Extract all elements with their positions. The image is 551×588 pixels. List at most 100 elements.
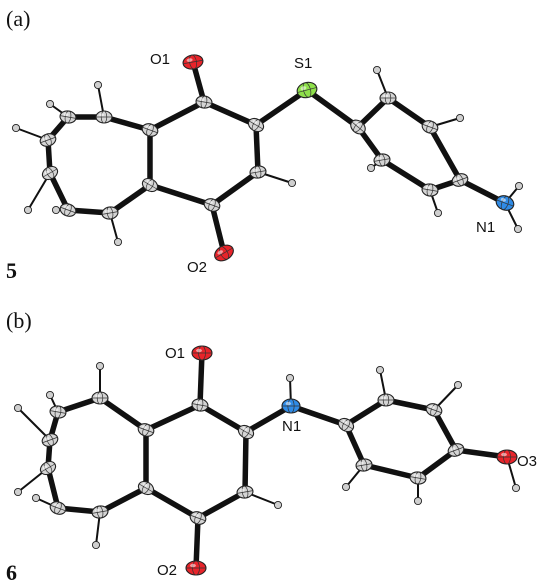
a-oxygen-atom-o2	[214, 244, 234, 262]
b-bond-c9-O1	[197, 350, 205, 408]
a-carbon-atom-c4	[141, 123, 159, 137]
a-carbon-atom-c12	[203, 198, 221, 212]
b-hydrogen-atom-10	[341, 482, 351, 492]
a-carbon-atom-c17	[421, 183, 439, 197]
panel-a-atoms	[11, 54, 524, 262]
panel-a-label: (a)	[6, 6, 30, 31]
panel-a: (a) 5 O1 S1 O2 N1	[6, 6, 524, 283]
b-carbon-atom-c6	[91, 505, 109, 519]
a-hydrogen-atom-3	[113, 237, 123, 247]
a-carbon-atom-c18	[373, 153, 391, 167]
b-carbon-atom-c4	[137, 423, 155, 437]
a-hydrogen-atom-5	[23, 205, 33, 215]
b-h-bond-0	[17, 407, 51, 441]
b-oxygen-atom-o3	[496, 449, 518, 465]
panel-a-atom-label-o2: O2	[187, 259, 207, 276]
b-bond-c3-c4	[97, 395, 149, 433]
panel-a-compound-label: 5	[6, 258, 17, 283]
b-bond-c17-c18	[361, 462, 421, 481]
b-carbon-atom-c9	[191, 398, 209, 412]
b-hydrogen-atom-2	[95, 361, 105, 371]
b-carbon-atom-c3	[91, 391, 109, 405]
panel-b-atom-label-o2: O2	[157, 562, 177, 579]
b-hydrogen-atom-1	[45, 390, 55, 400]
a-hydrogen-atom-4	[51, 205, 61, 215]
a-carbon-atom-c9	[195, 95, 213, 109]
b-carbon-atom-c18	[355, 458, 373, 472]
a-hydrogen-atom-9	[433, 208, 443, 218]
b-carbon-atom-c7	[49, 501, 67, 515]
panel-a-atom-label-o1: O1	[150, 51, 170, 68]
a-bond-c9-c10	[201, 99, 259, 128]
a-sulfur-atom-s1	[296, 81, 318, 99]
b-bond-c15-c16	[431, 407, 459, 453]
b-bond-N1-c13	[288, 403, 349, 428]
b-carbon-atom-c15	[425, 403, 443, 417]
panel-b-label: (b)	[6, 308, 32, 333]
b-carbon-atom-c11	[236, 485, 254, 499]
a-hydrogen-atom-1	[45, 99, 55, 109]
a-bond-c5-c6	[107, 182, 153, 216]
a-bond-c10-S1	[253, 87, 310, 128]
b-nitrogen-atom-n1	[281, 398, 301, 414]
b-hydrogen-atom-9	[413, 496, 423, 506]
b-hydrogen-atom-0	[13, 403, 23, 413]
b-hydrogen-atom-7	[375, 365, 385, 375]
a-carbon-atom-c6	[101, 206, 119, 220]
b-bond-c12-c5	[143, 485, 201, 521]
panel-b-atom-label-o1: O1	[165, 345, 185, 362]
b-hydrogen-atom-6	[273, 500, 283, 510]
panel-b-bonds	[45, 350, 510, 571]
b-bond-c5-c6	[97, 485, 149, 515]
b-hydrogen-atom-4	[31, 493, 41, 503]
b-carbon-atom-c12	[189, 511, 207, 525]
b-oxygen-atom-o1	[191, 345, 213, 361]
b-bond-c12-O2	[193, 515, 201, 571]
panel-a-bonds	[45, 59, 508, 256]
a-carbon-atom-c13	[350, 119, 366, 135]
b-oxygen-atom-o2	[185, 560, 207, 576]
b-hydrogen-atom-5	[13, 487, 23, 497]
panel-b-compound-label: 6	[6, 560, 17, 585]
panel-a-atom-label-n1: N1	[476, 219, 495, 236]
a-carbon-atom-c5	[141, 177, 159, 193]
a-hydrogen-atom-12	[513, 224, 523, 234]
a-carbon-atom-c10	[247, 117, 265, 133]
a-carbon-atom-c14	[379, 91, 397, 105]
a-bond-c15-c16	[427, 124, 463, 183]
a-carbon-atom-c3	[95, 110, 113, 124]
a-carbon-atom-c2	[59, 110, 77, 124]
a-carbon-atom-c15	[421, 120, 439, 134]
a-hydrogen-atom-2	[93, 80, 103, 90]
a-hydrogen-atom-10	[366, 163, 376, 173]
b-carbon-atom-c5	[137, 480, 155, 496]
b-carbon-atom-c8	[39, 460, 57, 476]
b-carbon-atom-c2	[49, 405, 67, 419]
b-carbon-atom-c1	[41, 433, 59, 447]
b-hydrogen-atom-12	[511, 483, 521, 493]
a-bond-c10-c11	[253, 122, 261, 175]
b-carbon-atom-c13	[337, 417, 355, 433]
a-oxygen-atom-o1	[182, 54, 204, 70]
a-nitrogen-atom-n1	[495, 195, 515, 211]
b-carbon-atom-c16	[447, 443, 465, 457]
b-hydrogen-atom-8	[453, 380, 463, 390]
a-hydrogen-atom-8	[455, 113, 465, 123]
b-bond-c13-c14	[343, 397, 389, 428]
a-bond-c4-c9	[147, 99, 207, 133]
a-hydrogen-atom-6	[287, 178, 297, 188]
a-carbon-atom-c7	[59, 203, 77, 217]
b-bond-c4-c9	[143, 402, 203, 433]
b-carbon-atom-c17	[409, 471, 427, 485]
a-bond-c12-c5	[147, 182, 215, 208]
a-bond-c12-O2	[209, 202, 227, 256]
panel-b: (b) 6 O1 N1 O2 O3	[6, 308, 537, 585]
a-bond-c11-c12	[209, 169, 261, 208]
a-bond-c14-c15	[385, 95, 433, 130]
b-bond-c9-c10	[197, 402, 249, 435]
a-hydrogen-atom-7	[372, 65, 382, 75]
a-bond-S1-c13	[304, 87, 361, 130]
a-carbon-atom-c11	[249, 165, 267, 179]
a-carbon-atom-c8	[41, 165, 59, 181]
